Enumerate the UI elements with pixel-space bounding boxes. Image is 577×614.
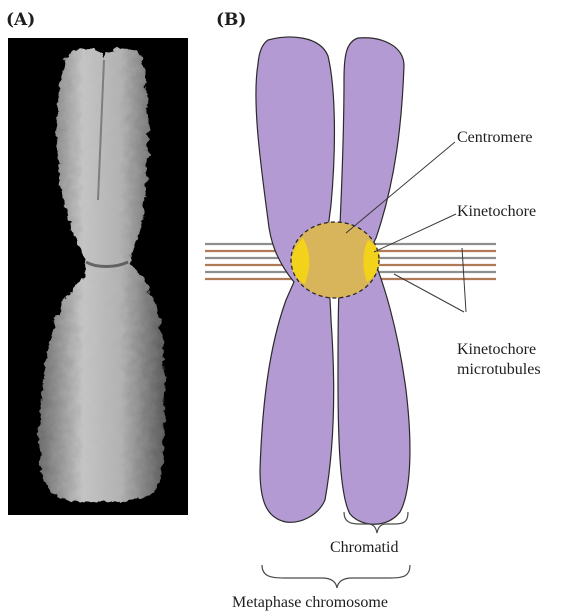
- chromatid-label: Chromatid: [330, 539, 398, 556]
- panel-a-label: (A): [6, 10, 35, 30]
- metaphase-brace: [262, 565, 410, 588]
- metaphase-chromosome-label: Metaphase chromosome: [232, 594, 388, 611]
- microtubules-right: [372, 244, 496, 279]
- kinetochore-label: Kinetochore: [457, 203, 536, 220]
- chromosome-diagram: [205, 37, 496, 524]
- panel-b-label: (B): [216, 10, 246, 30]
- kinetochore-leader: [374, 214, 456, 252]
- micrograph: [8, 38, 188, 515]
- microtubules-label-line2: microtubules: [457, 361, 541, 378]
- microtubules-label-line1: Kinetochore: [457, 341, 536, 358]
- centromere-label: Centromere: [457, 129, 533, 146]
